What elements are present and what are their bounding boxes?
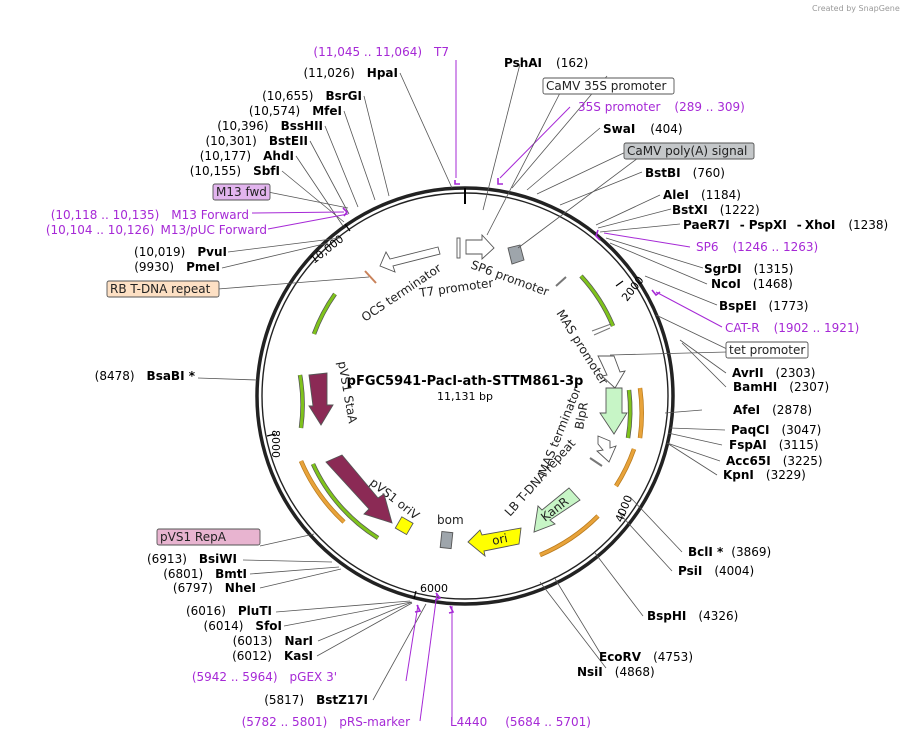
snapgene-credit: Created by SnapGene (812, 4, 900, 13)
ocs-terminator-arrow[interactable] (379, 246, 441, 273)
mas-terminator-arrow[interactable] (596, 435, 617, 463)
primer-sp6[interactable]: SP6(1246 .. 1263) (696, 240, 818, 254)
site-acc65i[interactable]: Acc65I(3225) (726, 454, 823, 468)
tick-8000: 8000 (269, 430, 282, 458)
tick-6000: 6000 (420, 582, 448, 595)
primer-l4440[interactable]: L4440(5684 .. 5701) (450, 715, 591, 729)
site-pluti[interactable]: (6016)PluTI (186, 604, 272, 618)
site-bsshii[interactable]: (10,396)BssHII (217, 119, 323, 133)
pvs1-oriv-feature[interactable] (394, 516, 414, 536)
pvs1-repa-box[interactable]: pVS1 RepA (156, 528, 261, 546)
site-bstz17i[interactable]: (5817)BstZ17I (264, 693, 368, 707)
t7-promoter-mark (456, 237, 461, 259)
rb-tdna-box[interactable]: RB T-DNA repeat (106, 280, 220, 298)
primer-m13-forward[interactable]: (10,118 .. 10,135)M13 Forward (51, 208, 249, 222)
site-sgrdi[interactable]: SgrDI(1315) (704, 262, 793, 276)
bom-feature[interactable] (439, 531, 454, 550)
site-bsphi[interactable]: BspHI(4326) (647, 609, 738, 623)
site-bsrgi[interactable]: (10,655)BsrGI (262, 89, 362, 103)
rb-tdna-label: RB T-DNA repeat (110, 282, 211, 296)
camv-polya-box[interactable]: CaMV poly(A) signal (623, 142, 755, 160)
sp6-promoter-arrow[interactable] (465, 233, 495, 261)
site-bsteii[interactable]: (10,301)BstEII (205, 134, 308, 148)
lb-tdna-mark (589, 457, 603, 467)
kanr-arrow[interactable] (533, 487, 581, 533)
plasmid-size: 11,131 bp (437, 390, 493, 403)
tet-promoter-label: tet promoter (729, 343, 805, 357)
site-pmei[interactable]: (9930)PmeI (134, 260, 220, 274)
pvs1-staa-arrow-top[interactable] (308, 372, 334, 426)
pvs1-staa-label: pVS1 StaA (335, 360, 360, 425)
site-ahdi[interactable]: (10,177)AhdI (200, 149, 294, 163)
site-bstxi[interactable]: BstXI(1222) (672, 203, 760, 217)
tet-promoter-box[interactable]: tet promoter (725, 341, 809, 359)
camv-polya-feature[interactable] (507, 244, 525, 265)
site-bmti[interactable]: (6801)BmtI (163, 567, 247, 581)
rb-tdna-mark (364, 270, 377, 284)
site-bcli[interactable]: BclI *(3869) (688, 545, 771, 559)
site-bsiwi[interactable]: (6913)BsiWI (147, 552, 237, 566)
orange-arcs (298, 387, 644, 558)
camv35s-box[interactable]: CaMV 35S promoter (542, 77, 675, 95)
site-bsabi[interactable]: (8478)BsaBI * (95, 369, 196, 383)
m13fwd-box[interactable]: M13 fwd (212, 183, 271, 201)
site-paqci[interactable]: PaqCI(3047) (731, 423, 821, 437)
site-sfoi[interactable]: (6014)SfoI (204, 619, 282, 633)
primer-35s[interactable]: 35S promoter(289 .. 309) (578, 100, 745, 114)
site-psii[interactable]: PsiI(4004) (678, 564, 754, 578)
site-bstbi[interactable]: BstBI(760) (645, 166, 725, 180)
site-bamhi[interactable]: BamHI(2307) (733, 380, 829, 394)
primer-pgex3[interactable]: (5942 .. 5964)pGEX 3' (192, 670, 337, 684)
site-pshai[interactable]: PshAI(162) (504, 56, 588, 70)
primer-cat-r[interactable]: CAT-R(1902 .. 1921) (725, 321, 859, 335)
primer-t7[interactable]: (11,045 .. 11,064)T7 (313, 45, 449, 59)
mas-site-mark (555, 276, 567, 287)
bom-label: bom (437, 513, 464, 527)
tick-10000: 10,000 (308, 232, 346, 266)
ori-label: ori (491, 531, 509, 548)
site-fspai[interactable]: FspAI(3115) (729, 438, 819, 452)
camv35s-label: CaMV 35S promoter (546, 79, 667, 93)
pvs1-staa-arrow-bottom[interactable] (325, 454, 393, 524)
ori-arrow[interactable] (467, 527, 522, 558)
site-sbfi[interactable]: (10,155)SbfI (190, 164, 280, 178)
plasmid-name: pFGC5941-PacI-ath-STTM861-3p (347, 374, 584, 389)
site-bspei[interactable]: BspEI(1773) (719, 299, 808, 313)
site-afei[interactable]: AfeI(2878) (733, 403, 812, 417)
site-alei[interactable]: AleI(1184) (663, 188, 741, 202)
site-hpai[interactable]: (11,026)HpaI (303, 66, 398, 80)
primer-prs-marker[interactable]: (5782 .. 5801)pRS-marker (242, 715, 410, 729)
site-paer7i[interactable]: PaeR7I-PspXI-XhoI(1238) (683, 218, 888, 232)
site-kpni[interactable]: KpnI(3229) (723, 468, 806, 482)
small-marks (591, 323, 612, 336)
site-nari[interactable]: (6013)NarI (233, 634, 313, 648)
blpr-label: BlpR (572, 401, 591, 431)
camv-polya-label: CaMV poly(A) signal (627, 144, 747, 158)
site-mfei[interactable]: (10,574)MfeI (249, 104, 342, 118)
site-pvui[interactable]: (10,019)PvuI (134, 245, 227, 259)
green-arcs (297, 274, 633, 540)
blpr-arrow[interactable] (599, 387, 628, 435)
site-nhei[interactable]: (6797)NheI (173, 581, 256, 595)
box-leader-lines (217, 92, 728, 547)
site-nsii[interactable]: NsiI(4868) (577, 665, 655, 679)
site-ecorv[interactable]: EcoRV(4753) (599, 650, 693, 664)
site-kasi[interactable]: (6012)KasI (232, 649, 313, 663)
site-avrii[interactable]: AvrII(2303) (732, 366, 815, 380)
primer-m13-puc-forward[interactable]: (10,104 .. 10,126)M13/pUC Forward (46, 223, 267, 237)
site-ncoi[interactable]: NcoI(1468) (711, 277, 793, 291)
site-leader-lines (197, 63, 728, 701)
site-swai[interactable]: SwaI(404) (603, 122, 683, 136)
pvs1-repa-label: pVS1 RepA (160, 530, 227, 544)
m13fwd-label: M13 fwd (216, 185, 267, 199)
